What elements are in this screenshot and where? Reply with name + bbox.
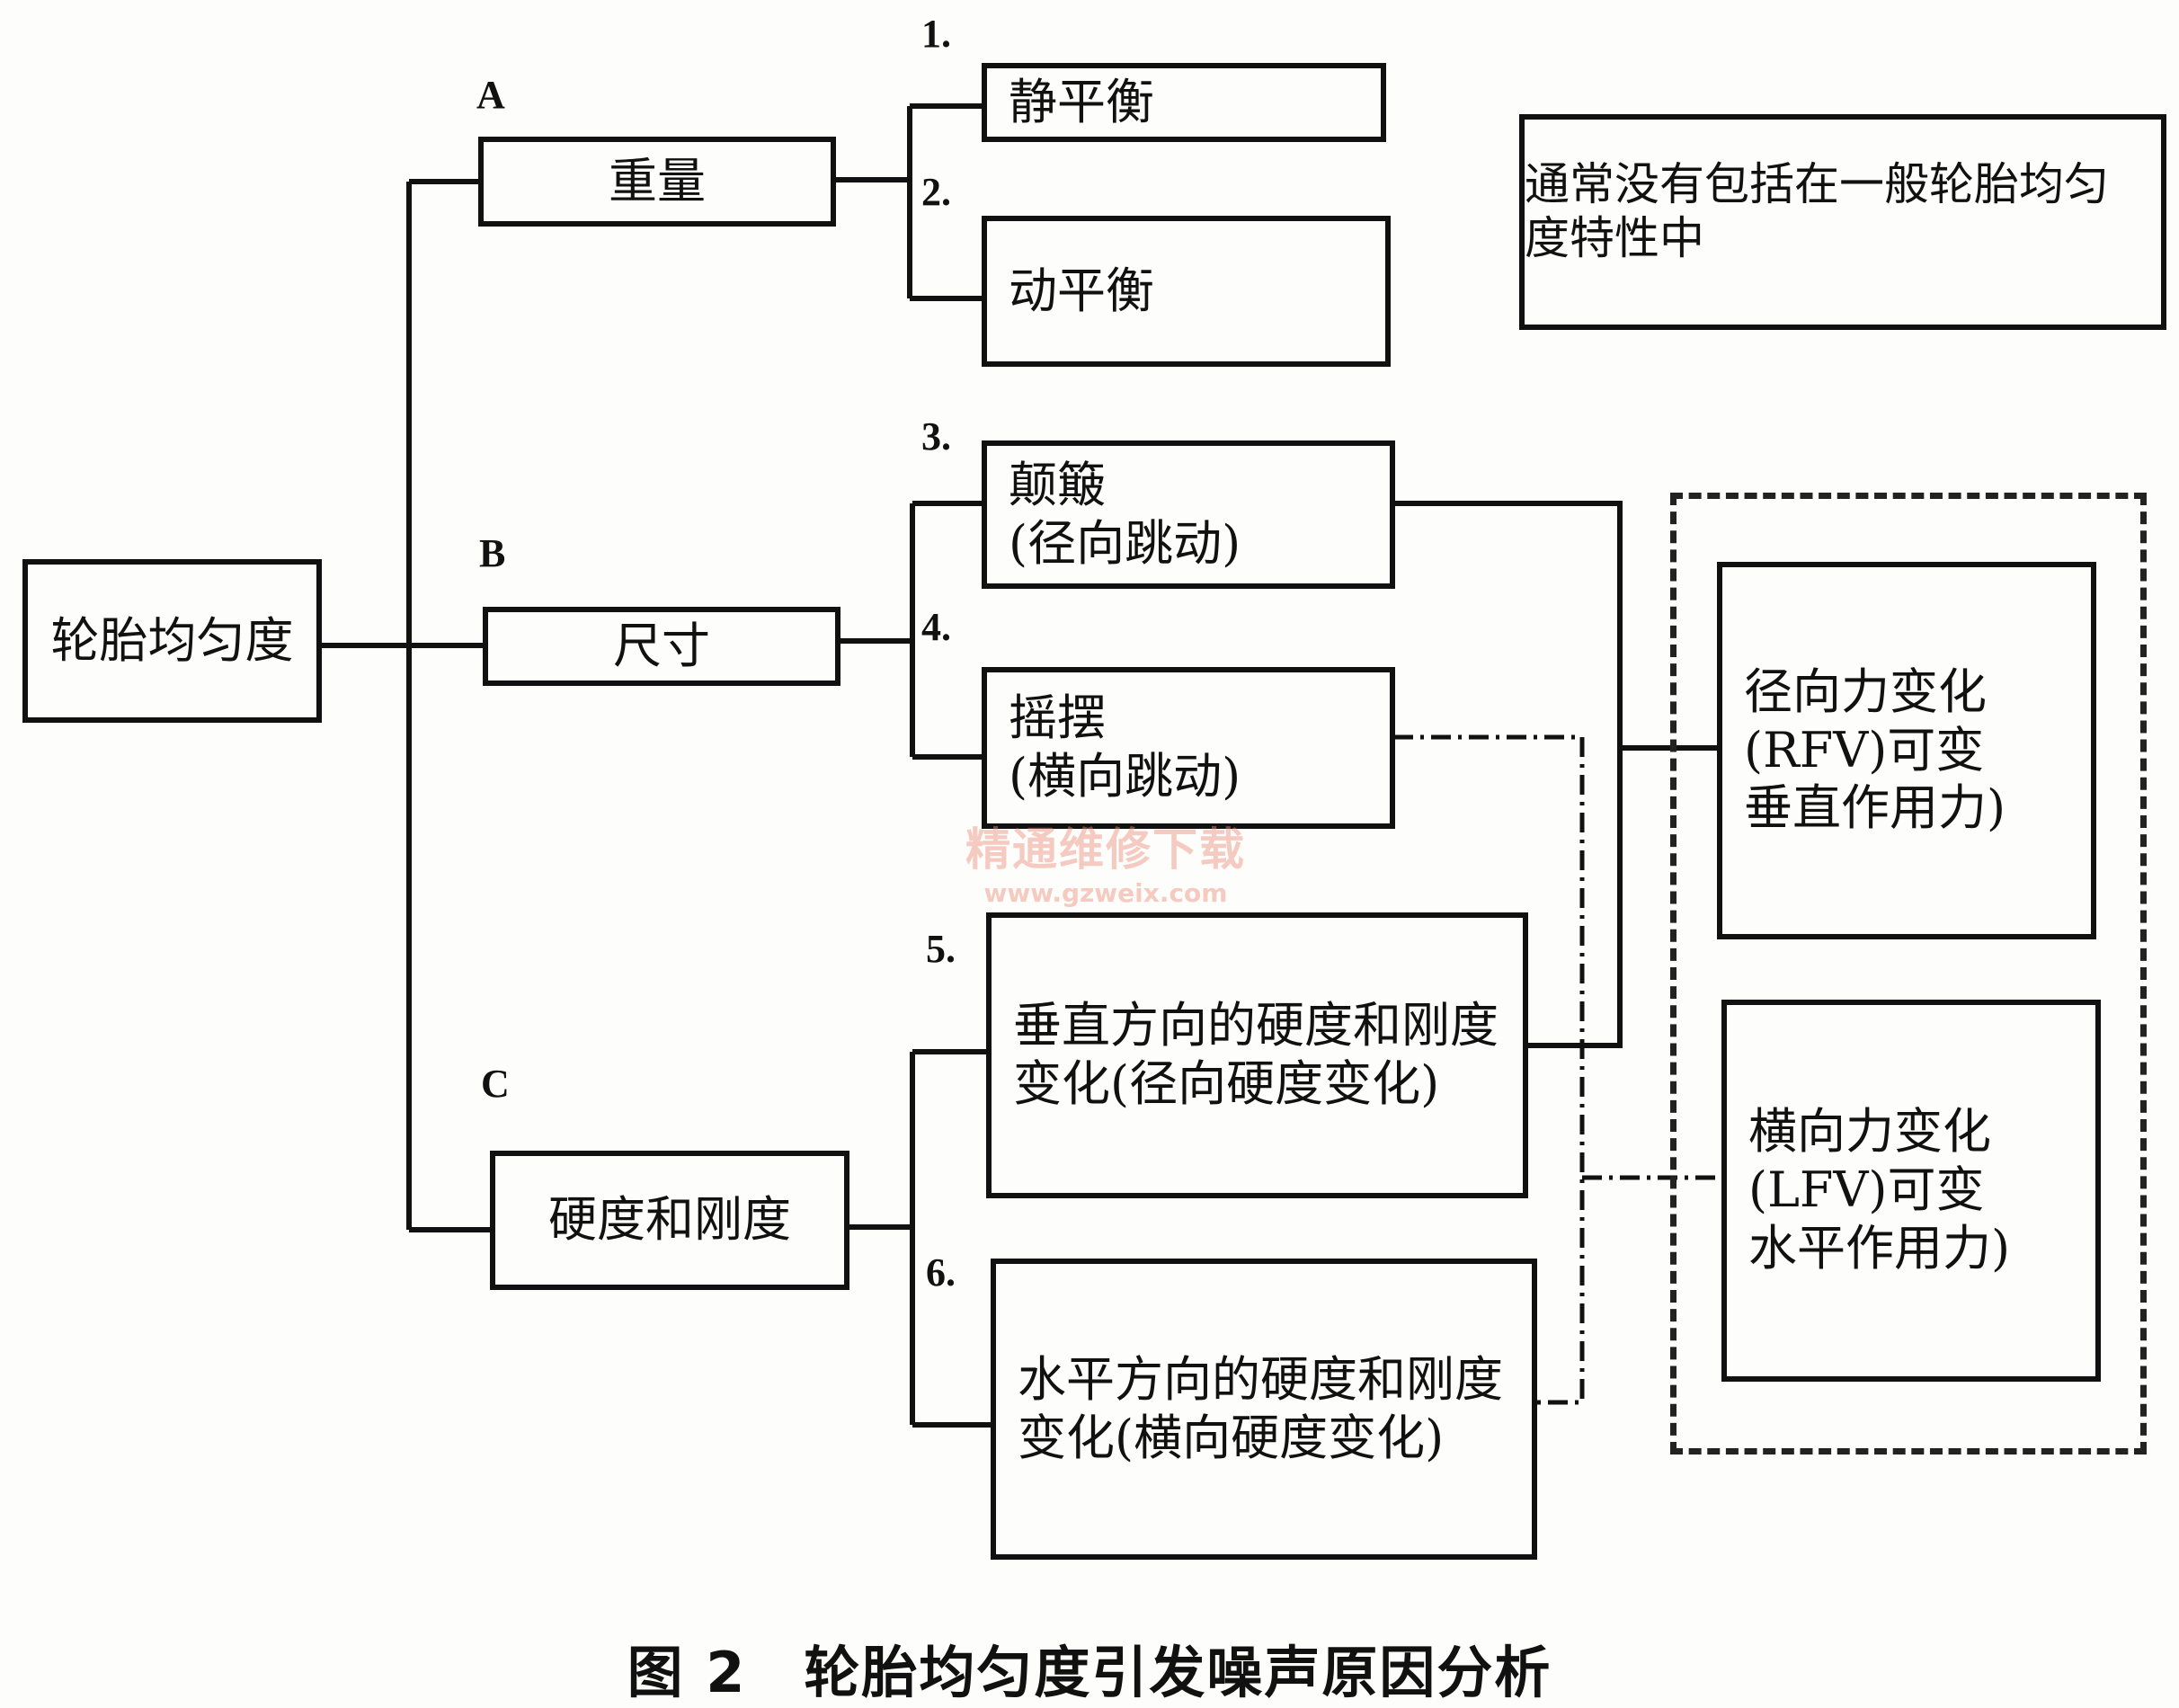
item-number-2: 2. [921, 170, 951, 214]
output-lfv-line-1: 横向力变化 [1748, 1103, 1991, 1161]
item-6-line-1: 水平方向的硬度和刚度 [1018, 1350, 1503, 1408]
item-number-3: 3. [921, 414, 951, 458]
item-4-line-2: (横向跳动) [1009, 748, 1241, 805]
category-letter-c: C [481, 1062, 510, 1106]
category-label-stiffness: 硬度和刚度 [548, 1191, 791, 1249]
item-3-line-1: 颠簸 [1009, 456, 1106, 513]
root-label: 轮胎均匀度 [50, 611, 294, 669]
watermark-line-1: 精通维修下载 [965, 823, 1246, 876]
category-box-weight: 重量 [478, 137, 836, 227]
category-letter-a: A [476, 73, 505, 117]
item-box-radial-stiffness: 垂直方向的硬度和刚度 变化(径向硬度变化) [986, 912, 1528, 1198]
note-box: 通常没有包括在一般轮胎均匀 度特性中 [1519, 114, 2166, 330]
connector-lfv [1393, 734, 1585, 1405]
note-line-1: 通常没有包括在一般轮胎均匀 [1525, 158, 2109, 210]
category-label-weight: 重量 [609, 152, 706, 209]
category-box-size: 尺寸 [483, 607, 840, 686]
connector-rfv [1393, 501, 1623, 1048]
item-6-line-2: 变化(横向硬度变化) [1018, 1409, 1445, 1466]
item-2-line-1: 动平衡 [1009, 262, 1154, 319]
output-box-lfv: 横向力变化 (LFV)可变 水平作用力) [1721, 1000, 2101, 1382]
category-label-size: 尺寸 [613, 617, 710, 674]
item-box-dynamic-balance: 动平衡 [982, 216, 1391, 367]
item-number-1: 1. [921, 12, 951, 56]
item-5-line-1: 垂直方向的硬度和刚度 [1013, 997, 1499, 1054]
item-4-line-1: 摇摆 [1009, 689, 1106, 747]
output-rfv-line-3: 垂直作用力) [1744, 779, 2006, 837]
output-lfv-line-2: (LFV)可变 [1748, 1161, 1985, 1219]
watermark: 精通维修下载 www.gzweix.com [926, 814, 1285, 908]
item-1-line-1: 静平衡 [1009, 73, 1154, 130]
root-box: 轮胎均匀度 [22, 559, 322, 723]
category-box-stiffness: 硬度和刚度 [490, 1151, 849, 1290]
category-letter-b: B [479, 531, 506, 575]
output-rfv-line-2: (RFV)可变 [1744, 721, 1985, 778]
item-number-5: 5. [926, 927, 956, 971]
output-box-rfv: 径向力变化 (RFV)可变 垂直作用力) [1717, 562, 2096, 939]
item-5-line-2: 变化(径向硬度变化) [1013, 1055, 1440, 1112]
note-line-2: 度特性中 [1525, 212, 1704, 264]
item-number-6: 6. [926, 1250, 956, 1294]
item-3-line-2: (径向跳动) [1009, 514, 1241, 572]
force-variation-group [1670, 493, 2147, 1454]
item-box-lateral-stiffness: 水平方向的硬度和刚度 变化(横向硬度变化) [991, 1259, 1537, 1560]
output-lfv-line-3: 水平作用力) [1748, 1219, 2011, 1277]
watermark-line-2: www.gzweix.com [983, 878, 1228, 908]
item-box-static-balance: 静平衡 [982, 63, 1386, 142]
figure-caption: 图 2 轮胎均匀度引发噪声原因分析 [627, 1640, 1552, 1705]
item-box-radial-runout: 颠簸 (径向跳动) [982, 440, 1395, 589]
output-rfv-line-1: 径向力变化 [1744, 663, 1987, 720]
item-number-4: 4. [921, 605, 951, 649]
item-box-lateral-runout: 摇摆 (横向跳动) [982, 667, 1395, 829]
